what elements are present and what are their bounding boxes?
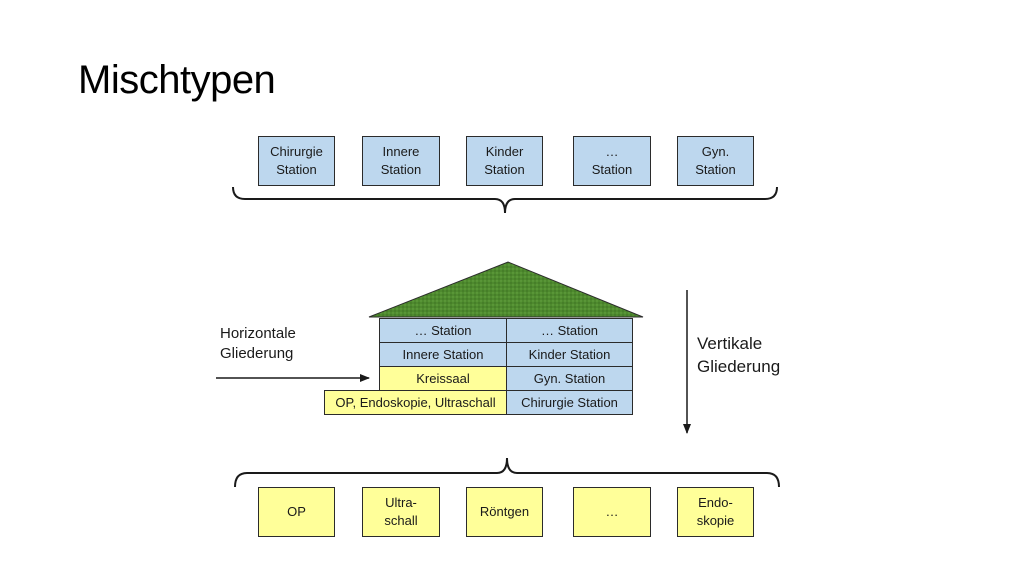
- top-box-etc: … Station: [573, 136, 651, 186]
- house-roof: [368, 261, 644, 318]
- bottom-brace: [234, 457, 780, 488]
- house-left-etc-station: … Station: [379, 318, 507, 343]
- vertical-label: Vertikale Gliederung: [697, 334, 781, 376]
- top-box-gyn: Gyn. Station: [677, 136, 754, 186]
- bottom-box-roentgen: Röntgen: [466, 487, 543, 537]
- top-box-kinder: Kinder Station: [466, 136, 543, 186]
- bottom-box-op: OP: [258, 487, 335, 537]
- house-right-gyn-station: Gyn. Station: [506, 366, 633, 391]
- bottom-box-etc: …: [573, 487, 651, 537]
- page-title: Mischtypen: [78, 58, 276, 102]
- top-box-chirurgie: Chirurgie Station: [258, 136, 335, 186]
- house-right-kinder-station: Kinder Station: [506, 342, 633, 367]
- house-left-op-endoskopie-ultraschall: OP, Endoskopie, Ultraschall: [324, 390, 507, 415]
- house-left-kreissaal: Kreissaal: [379, 366, 507, 391]
- bottom-box-endoskopie: Endo- skopie: [677, 487, 754, 537]
- bottom-box-ultraschall: Ultra- schall: [362, 487, 440, 537]
- house-right-chirurgie-station: Chirurgie Station: [506, 390, 633, 415]
- house-right-etc-station: … Station: [506, 318, 633, 343]
- top-box-innere: Innere Station: [362, 136, 440, 186]
- house-left-innere-station: Innere Station: [379, 342, 507, 367]
- horizontal-label: Horizontale Gliederung: [220, 325, 296, 362]
- top-brace: [232, 186, 778, 214]
